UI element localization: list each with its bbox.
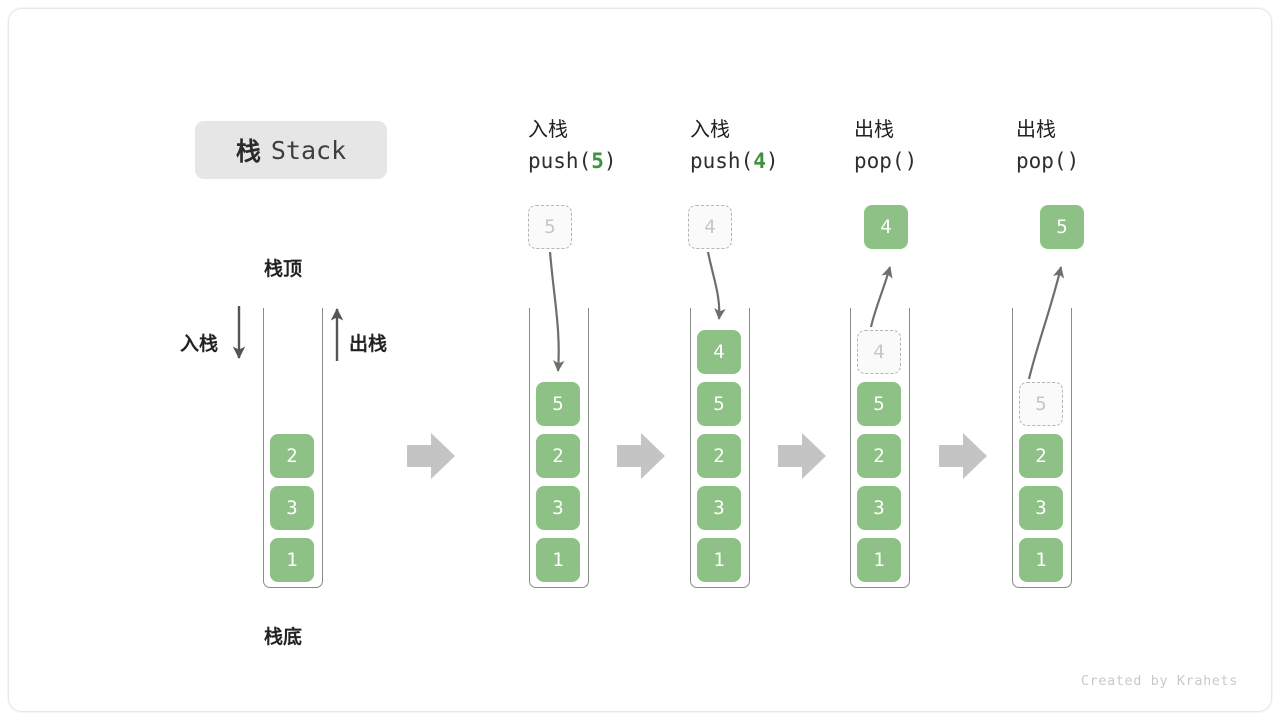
stack-tube-push-5 xyxy=(529,308,589,588)
header-cn: 出栈 xyxy=(854,119,894,141)
flow-arrow-icon xyxy=(778,433,826,479)
incoming-ghost-cell: 5 xyxy=(528,205,572,249)
column-header-push-5: 入栈 push(5) xyxy=(528,115,617,177)
header-code: pop() xyxy=(1016,145,1079,177)
stack-cell: 3 xyxy=(857,486,901,530)
code-prefix: pop() xyxy=(1016,149,1080,173)
stack-ghost-cell: 4 xyxy=(857,330,901,374)
code-prefix: push( xyxy=(528,149,592,173)
stack-cell: 2 xyxy=(270,434,314,478)
stack-cell: 1 xyxy=(697,538,741,582)
header-code: pop() xyxy=(854,145,917,177)
stack-cell: 3 xyxy=(536,486,580,530)
stack-cell: 5 xyxy=(697,382,741,426)
flow-arrow-icon xyxy=(407,433,455,479)
code-arg: 4 xyxy=(753,149,766,173)
label-stack-top: 栈顶 xyxy=(264,259,303,280)
incoming-ghost-cell: 4 xyxy=(688,205,732,249)
code-suffix: ) xyxy=(603,149,617,173)
title-cn: 栈 xyxy=(235,138,262,166)
stack-cell: 3 xyxy=(270,486,314,530)
flow-arrow-icon xyxy=(939,433,987,479)
column-header-pop-4: 出栈 pop() xyxy=(854,115,917,177)
stack-cell: 1 xyxy=(270,538,314,582)
stack-tube-pop-5 xyxy=(1012,308,1072,588)
stack-cell: 4 xyxy=(697,330,741,374)
stack-cell: 3 xyxy=(1019,486,1063,530)
stack-tube-pop-4 xyxy=(850,308,910,588)
stack-tube-push-4 xyxy=(690,308,750,588)
stack-cell: 2 xyxy=(697,434,741,478)
stack-tube-initial xyxy=(263,308,323,588)
title-en: Stack xyxy=(270,135,347,165)
code-arg: 5 xyxy=(591,149,604,173)
header-cn: 入栈 xyxy=(690,119,730,141)
stack-cell: 1 xyxy=(857,538,901,582)
arrow-overlay xyxy=(232,251,1065,479)
label-stack-bottom: 栈底 xyxy=(264,627,303,648)
stack-cell: 3 xyxy=(697,486,741,530)
label-push-left: 入栈 xyxy=(180,334,219,355)
stack-ghost-cell: 5 xyxy=(1019,382,1063,426)
stack-cell: 5 xyxy=(536,382,580,426)
stack-cell: 5 xyxy=(857,382,901,426)
stack-cell: 2 xyxy=(1019,434,1063,478)
code-suffix: ) xyxy=(765,149,779,173)
credit-text: Created by Krahets xyxy=(1080,673,1238,689)
stack-cell: 1 xyxy=(536,538,580,582)
code-prefix: pop() xyxy=(854,149,918,173)
header-code: push(5) xyxy=(528,145,617,177)
stack-cell: 2 xyxy=(536,434,580,478)
code-prefix: push( xyxy=(690,149,754,173)
title-badge: 栈 Stack xyxy=(195,121,387,179)
header-code: push(4) xyxy=(690,145,779,177)
label-pop-left: 出栈 xyxy=(349,334,388,355)
popped-cell: 5 xyxy=(1040,205,1084,249)
diagram-canvas: 栈 Stack 栈顶 栈底 入栈 出栈 2 3 1 入栈 push(5) 5 5… xyxy=(8,8,1272,712)
stack-cell: 1 xyxy=(1019,538,1063,582)
popped-cell: 4 xyxy=(864,205,908,249)
flow-arrow-icon xyxy=(617,433,665,479)
column-header-pop-5: 出栈 pop() xyxy=(1016,115,1079,177)
header-cn: 出栈 xyxy=(1016,119,1056,141)
column-header-push-4: 入栈 push(4) xyxy=(690,115,779,177)
stack-cell: 2 xyxy=(857,434,901,478)
header-cn: 入栈 xyxy=(528,119,568,141)
